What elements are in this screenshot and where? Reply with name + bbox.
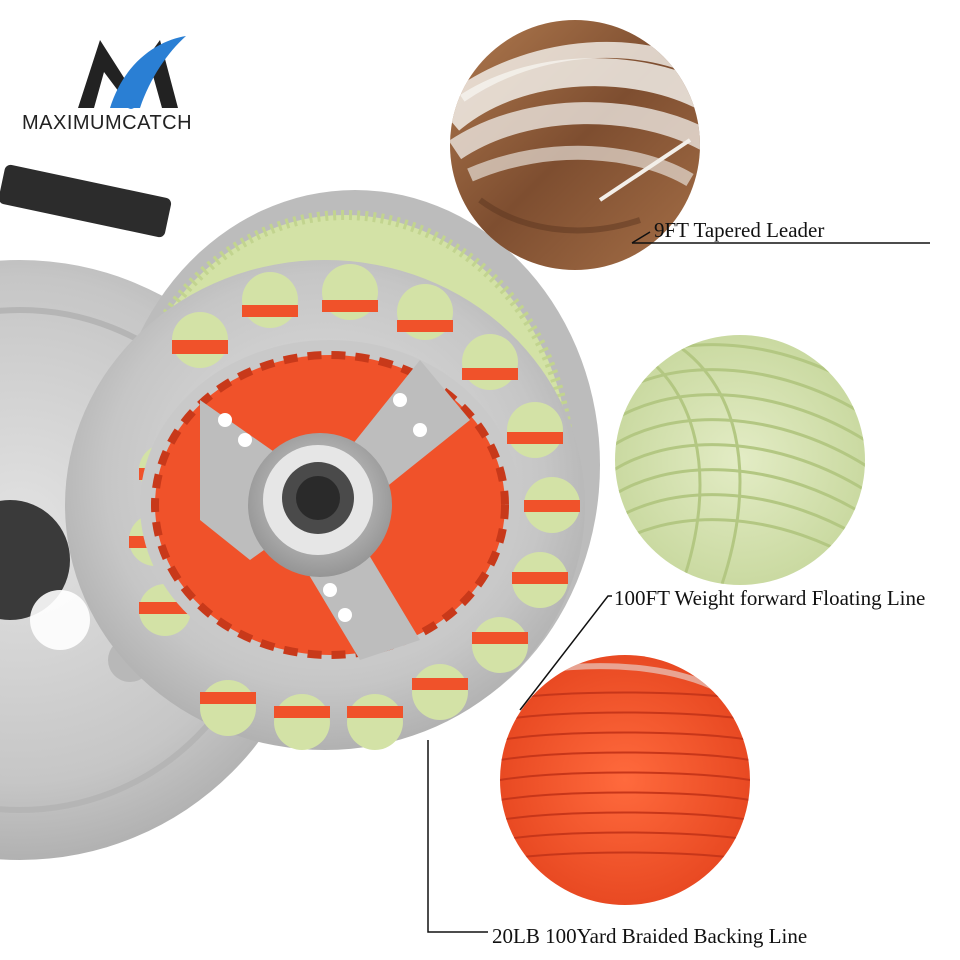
leader-label: 9FT Tapered Leader	[654, 218, 825, 242]
backing-line-label: 20LB 100Yard Braided Backing Line	[492, 924, 808, 948]
backing-line-photo	[500, 655, 750, 905]
main-reel	[65, 190, 600, 750]
brand-name: MAXIMUMCATCH	[22, 112, 193, 134]
tapered-leader-photo	[450, 20, 700, 270]
floating-line-label: 100FT Weight forward Floating Line	[614, 586, 926, 610]
callout-lines	[427, 231, 930, 933]
floating-line-photo	[615, 335, 865, 585]
m-swoosh-logo-icon	[78, 36, 186, 109]
